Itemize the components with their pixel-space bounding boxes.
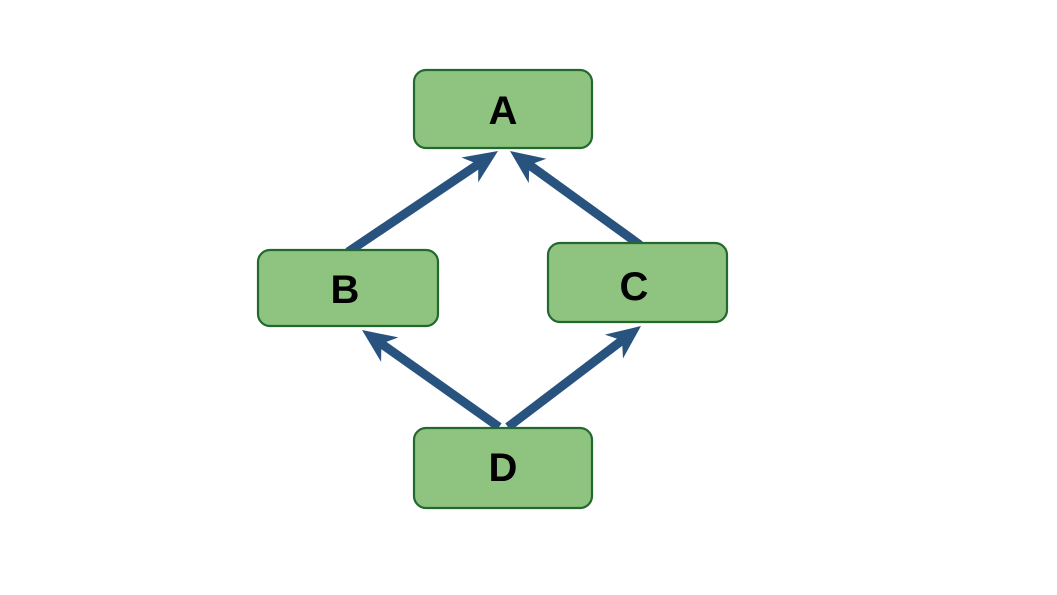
node-b[interactable]: B bbox=[256, 248, 440, 328]
node-c-label: C bbox=[620, 265, 649, 309]
edge-c-to-a-arrowhead bbox=[510, 151, 547, 184]
edge-d-to-b[interactable] bbox=[362, 330, 502, 431]
edge-c-to-a[interactable] bbox=[510, 151, 643, 249]
edge-d-to-c-arrowhead bbox=[604, 326, 641, 359]
edge-c-to-a-line bbox=[522, 158, 643, 249]
node-a-label: A bbox=[489, 89, 518, 133]
edge-d-to-b-line bbox=[374, 337, 502, 431]
edges-layer bbox=[345, 151, 643, 431]
node-b-label: B bbox=[331, 268, 360, 312]
node-b-shape bbox=[256, 248, 440, 328]
edge-d-to-c[interactable] bbox=[505, 326, 641, 431]
nodes-layer: A B C D bbox=[256, 68, 729, 510]
node-d[interactable]: D bbox=[412, 426, 594, 510]
edge-d-to-b-arrowhead bbox=[362, 330, 399, 362]
edge-b-to-a-line bbox=[345, 157, 486, 256]
edge-b-to-a-arrowhead bbox=[461, 151, 498, 183]
edge-b-to-a[interactable] bbox=[345, 151, 498, 256]
node-c[interactable]: C bbox=[546, 241, 729, 324]
node-d-label: D bbox=[489, 446, 518, 490]
node-a[interactable]: A bbox=[412, 68, 594, 150]
node-a-shape bbox=[412, 68, 594, 150]
node-c-shape bbox=[546, 241, 729, 324]
edge-d-to-c-line bbox=[505, 333, 629, 431]
node-d-shape bbox=[412, 426, 594, 510]
